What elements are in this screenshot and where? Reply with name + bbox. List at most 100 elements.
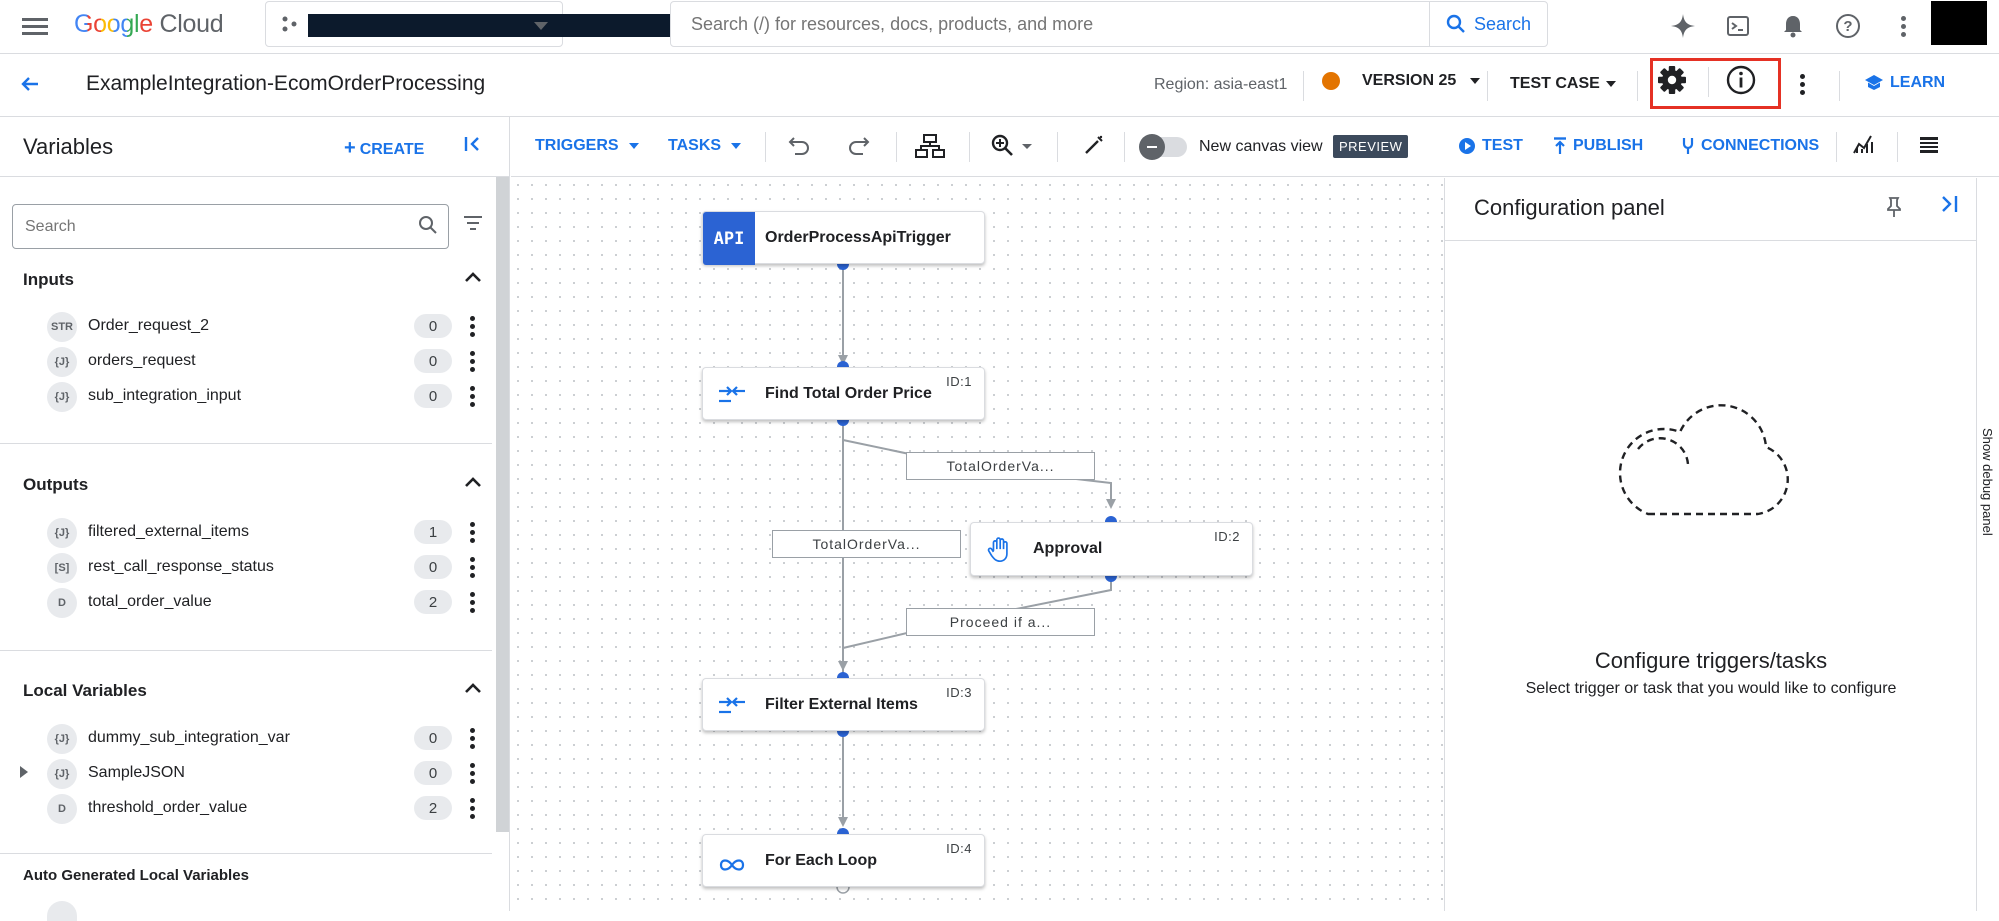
learn-label: LEARN [1890,74,1946,91]
variable-row[interactable]: {J} SampleJSON 0 [0,756,490,791]
back-arrow-icon[interactable] [18,72,42,103]
node-id: ID:1 [946,374,972,389]
scrollbar[interactable] [496,177,509,832]
project-picker[interactable] [265,1,793,47]
edge-condition-label[interactable]: TotalOrderVa... [772,530,961,558]
new-canvas-toggle[interactable] [1139,134,1187,160]
global-search[interactable]: Search [670,1,1548,47]
node-id: ID:2 [1214,529,1240,544]
more-vert-icon[interactable] [462,725,482,753]
info-icon[interactable] [1724,63,1758,97]
api-trigger-node[interactable]: API OrderProcessApiTrigger [702,211,985,265]
collapse-panel-icon[interactable] [463,134,483,160]
arrow-head [838,661,848,671]
section-divider [0,443,492,444]
more-vert-icon[interactable] [1888,11,1918,41]
empty-state-subtitle: Select trigger or task that you would li… [1525,680,1897,697]
config-header: Configuration panel [1445,178,1977,241]
node-id: ID:4 [946,841,972,856]
connections-icon [1682,138,1694,154]
variable-row[interactable]: {J} orders_request 0 [0,344,490,379]
data-mapping-arrows-icon [719,386,745,403]
logs-list-icon[interactable] [1919,134,1939,160]
more-vert-icon[interactable] [462,313,482,341]
learn-button[interactable]: LEARN [1864,74,1945,92]
more-vert-icon[interactable] [462,383,482,411]
variable-row[interactable]: D total_order_value 2 [0,585,490,620]
publish-label: PUBLISH [1573,137,1644,154]
chevron-down-icon [731,142,742,149]
pin-icon[interactable] [1885,196,1903,223]
search-input[interactable] [671,2,1431,46]
variable-search-field[interactable] [12,204,449,249]
expand-arrow-icon[interactable] [20,766,28,778]
variable-search-input[interactable] [13,205,393,248]
analytics-chart-icon[interactable] [1853,134,1875,160]
test-case-menu[interactable]: TEST CASE [1510,75,1616,93]
test-case-label: TEST CASE [1510,75,1600,92]
more-vert-icon[interactable] [462,519,482,547]
version-label: VERSION 25 [1362,72,1457,89]
search-button[interactable]: Search [1429,2,1547,46]
more-vert-icon[interactable] [462,348,482,376]
filter-sort-icon[interactable] [463,215,483,236]
logo-cloud-text: Cloud [159,10,224,38]
google-cloud-logo[interactable]: Google Cloud [74,10,224,39]
edit-wand-icon[interactable] [1083,134,1105,162]
auto-generated-section-title: Auto Generated Local Variables [23,867,249,884]
chevron-up-icon[interactable] [463,270,483,289]
version-selector[interactable]: VERSION 25 [1322,72,1481,90]
more-vert-icon[interactable] [462,554,482,582]
type-badge [47,901,77,921]
variable-row[interactable]: [S] rest_call_response_status 0 [0,550,490,585]
variable-row[interactable]: {J} dummy_sub_integration_var 0 [0,721,490,756]
test-button[interactable]: TEST [1458,137,1523,155]
cloud-shell-terminal-icon[interactable] [1723,11,1753,41]
usage-count: 0 [414,761,452,785]
edge-condition-label[interactable]: Proceed if a... [906,608,1095,636]
help-icon[interactable]: ? [1833,11,1863,41]
divider [1487,71,1488,101]
variable-row[interactable]: {J} sub_integration_input 0 [0,379,490,414]
publish-button[interactable]: PUBLISH [1553,137,1643,155]
variable-row[interactable]: {J} filtered_external_items 1 [0,515,490,550]
debug-panel-toggle[interactable]: Show debug panel [1976,178,1999,911]
triggers-menu[interactable]: TRIGGERS [535,137,639,155]
task-node-for-each-loop[interactable]: For Each Loop ID:4 [702,834,985,887]
create-variable-button[interactable]: +CREATE [344,137,424,160]
integration-canvas[interactable]: API OrderProcessApiTrigger Find Total Or… [511,178,1444,911]
task-node-find-total[interactable]: Find Total Order Price ID:1 [702,367,985,420]
connections-button[interactable]: CONNECTIONS [1679,137,1819,155]
more-vert-icon[interactable] [462,795,482,823]
redo-icon[interactable] [847,134,871,162]
test-label: TEST [1482,137,1523,154]
variable-row[interactable]: D threshold_order_value 2 [0,791,490,826]
more-vert-icon[interactable] [1800,71,1805,98]
variable-row[interactable]: STR Order_request_2 0 [0,309,490,344]
hamburger-menu-icon[interactable] [22,14,48,40]
more-vert-icon[interactable] [462,760,482,788]
task-node-approval[interactable]: Approval ID:2 [970,522,1253,576]
usage-count: 0 [414,555,452,579]
edge-condition-label[interactable]: TotalOrderVa... [906,452,1095,480]
undo-icon[interactable] [787,134,811,162]
settings-gear-icon[interactable] [1656,63,1688,97]
avatar[interactable] [1931,1,1987,45]
node-label: For Each Loop [765,852,877,869]
version-status-dot [1322,72,1340,90]
page-title: ExampleIntegration-EcomOrderProcessing [86,72,486,95]
auto-layout-icon[interactable] [915,134,945,164]
divider [765,132,766,162]
data-mapping-arrows-icon [719,697,745,714]
task-node-filter-external[interactable]: Filter External Items ID:3 [702,678,985,731]
more-vert-icon[interactable] [462,589,482,617]
play-circle-icon [1459,138,1475,154]
type-badge: {J} [47,382,77,412]
tasks-menu[interactable]: TASKS [668,137,742,155]
notifications-bell-icon[interactable] [1778,11,1808,41]
chevron-up-icon[interactable] [463,475,483,494]
close-panel-icon[interactable] [1939,193,1959,221]
zoom-icon[interactable] [991,134,1035,164]
gemini-sparkle-icon[interactable] [1668,11,1698,41]
chevron-up-icon[interactable] [463,681,483,700]
